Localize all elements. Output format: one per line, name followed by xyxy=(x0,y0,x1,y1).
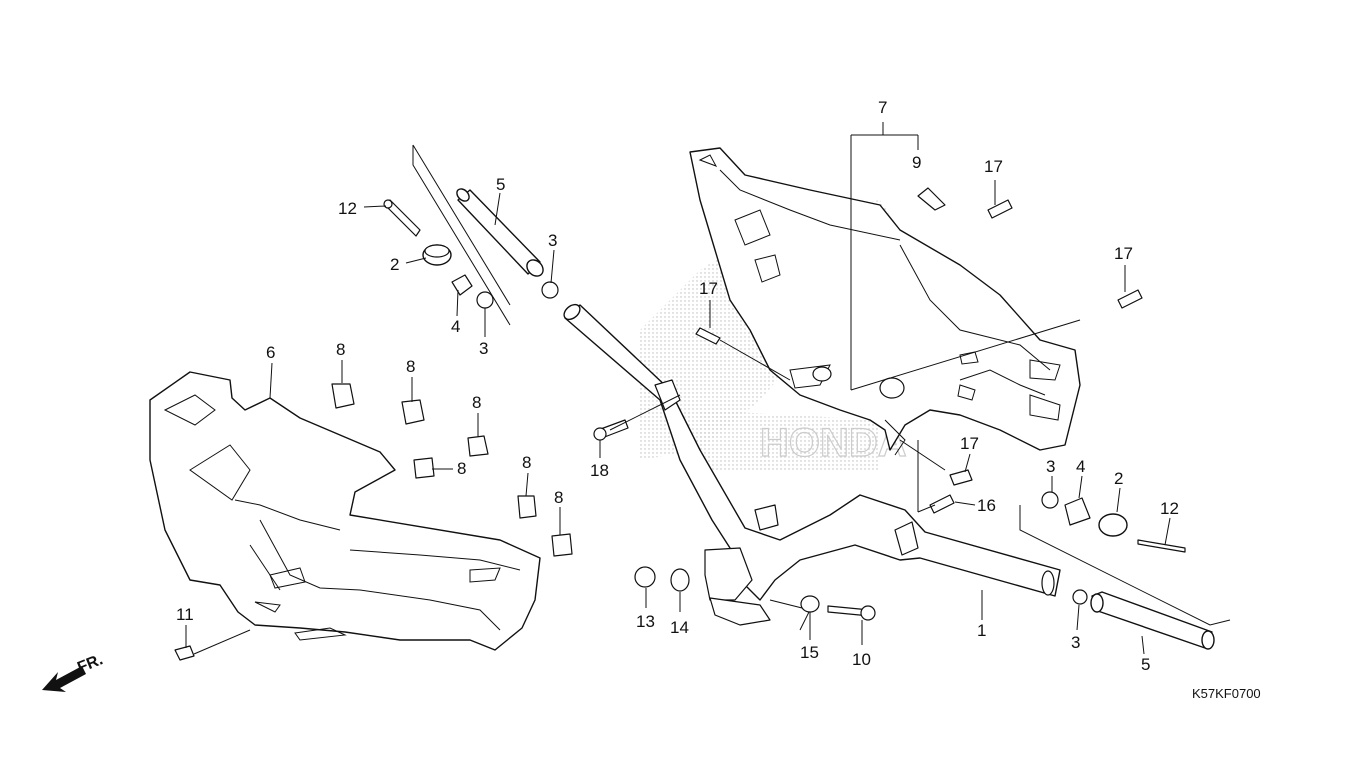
callout-10: 10 xyxy=(852,650,871,669)
callout-2: 2 xyxy=(390,255,399,274)
callout-labels: 1 2 2 3 3 3 3 4 4 5 5 6 7 8 8 8 8 8 8 9 … xyxy=(176,98,1179,674)
callout-12: 12 xyxy=(338,199,357,218)
upper-left-small-parts xyxy=(383,199,559,309)
callout-5: 5 xyxy=(496,175,505,194)
callout-9: 9 xyxy=(912,153,921,172)
callout-18: 18 xyxy=(590,461,609,480)
callout-3: 3 xyxy=(1071,633,1080,652)
callout-8: 8 xyxy=(336,340,345,359)
callout-3: 3 xyxy=(1046,457,1055,476)
front-direction-indicator: FR. xyxy=(42,651,105,692)
callout-3: 3 xyxy=(548,231,557,250)
handlebar-pipe-part xyxy=(563,303,1061,631)
callout-4: 4 xyxy=(451,317,460,336)
callout-15: 15 xyxy=(800,643,819,662)
callout-16: 16 xyxy=(977,496,996,515)
callout-8: 8 xyxy=(522,453,531,472)
figure-code: K57KF0700 xyxy=(1192,686,1261,701)
callout-17: 17 xyxy=(699,279,718,298)
callout-13: 13 xyxy=(636,612,655,631)
callout-11: 11 xyxy=(176,605,194,624)
lower-right-small-parts xyxy=(1041,491,1186,605)
balance-weight-tube-lower xyxy=(1090,591,1215,650)
balance-weight-tube-upper xyxy=(456,188,544,277)
front-handle-cover-part xyxy=(149,371,541,651)
callout-4: 4 xyxy=(1076,457,1085,476)
callout-17: 17 xyxy=(960,434,979,453)
callout-12: 12 xyxy=(1160,499,1179,518)
direction-label: FR. xyxy=(75,651,105,676)
callout-5: 5 xyxy=(1141,655,1150,674)
callout-8: 8 xyxy=(554,488,563,507)
callout-17: 17 xyxy=(1114,244,1133,263)
screws-group xyxy=(174,187,1143,661)
callout-8: 8 xyxy=(406,357,415,376)
front-direction-arrow-icon xyxy=(42,666,86,692)
callout-17: 17 xyxy=(984,157,1003,176)
clips-group xyxy=(331,383,573,557)
callout-6: 6 xyxy=(266,343,275,362)
callout-7: 7 xyxy=(878,98,887,117)
leader-lines xyxy=(185,122,1231,655)
callout-8: 8 xyxy=(472,393,481,412)
callout-3: 3 xyxy=(479,339,488,358)
callout-2: 2 xyxy=(1114,469,1123,488)
callout-14: 14 xyxy=(670,618,689,637)
rear-handle-cover-part xyxy=(689,147,1081,456)
callout-1: 1 xyxy=(977,621,986,640)
callout-8: 8 xyxy=(457,459,466,478)
